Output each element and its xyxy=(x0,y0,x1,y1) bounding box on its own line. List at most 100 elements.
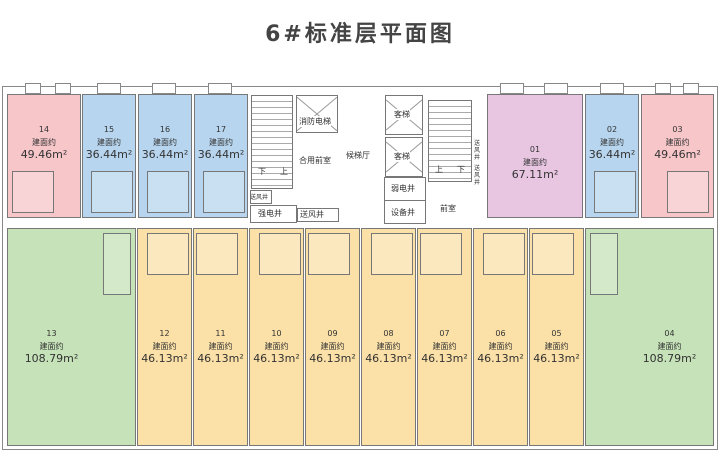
weak-shaft-label: 弱电井 xyxy=(391,184,415,193)
weak-shaft xyxy=(384,177,426,201)
unit-area: 46.13m² xyxy=(253,352,300,365)
unit-area: 108.79m² xyxy=(24,352,79,365)
unit-number: 03 xyxy=(672,125,683,134)
area-label: 建面约 xyxy=(488,342,513,351)
strong-shaft-label: 强电井 xyxy=(258,209,282,218)
area-label: 建面约 xyxy=(152,342,177,351)
area-label: 建面约 xyxy=(432,342,457,351)
equipment-shaft-label: 设备井 xyxy=(391,208,415,217)
bathroom xyxy=(532,233,574,275)
bathroom xyxy=(12,171,54,213)
page-title: 6#标准层平面图 xyxy=(265,22,455,47)
unit-area: 46.13m² xyxy=(533,352,580,365)
window xyxy=(500,83,524,94)
area-label: 建面约 xyxy=(208,342,233,351)
unit-area: 46.13m² xyxy=(477,352,524,365)
unit-area: 46.13m² xyxy=(141,352,188,365)
air-shaft-label: 送风井 xyxy=(474,140,481,161)
shared-lobby-label: 合用前室 xyxy=(299,156,331,165)
unit-number: 01 xyxy=(529,145,541,154)
elevator-hall-label: 候梯厅 xyxy=(346,151,370,160)
area-label: 建面约 xyxy=(32,138,56,147)
unit-number: 13 xyxy=(46,329,57,338)
bathroom xyxy=(147,171,189,213)
area-label: 建面约 xyxy=(544,342,569,351)
fire-elevator-label: 消防电梯 xyxy=(299,116,331,127)
elevator-label: 客梯 xyxy=(394,109,410,120)
unit-area: 108.79m² xyxy=(642,352,697,365)
unit-number: 17 xyxy=(215,125,227,134)
front-room-label: 前室 xyxy=(440,204,456,213)
unit-area: 46.13m² xyxy=(309,352,356,365)
bathroom xyxy=(203,171,245,213)
air-shaft xyxy=(297,208,339,222)
unit-area: 46.13m² xyxy=(365,352,412,365)
area-label: 建面约 xyxy=(320,342,345,351)
bathroom xyxy=(594,171,636,213)
unit-area: 46.13m² xyxy=(197,352,244,365)
bathroom xyxy=(147,233,189,275)
unit-number: 05 xyxy=(551,329,562,338)
bathroom xyxy=(371,233,413,275)
area-label: 建面约 xyxy=(209,138,233,147)
unit-number: 06 xyxy=(495,329,506,338)
stair-label: 上 xyxy=(435,165,443,174)
bathroom xyxy=(420,233,462,275)
stairwell-right xyxy=(428,100,472,182)
window xyxy=(544,83,568,94)
unit-number: 02 xyxy=(606,125,618,134)
unit-number: 08 xyxy=(383,329,394,338)
window xyxy=(208,83,232,94)
unit-number: 14 xyxy=(38,125,50,134)
unit-number: 10 xyxy=(271,329,282,338)
bathroom xyxy=(103,233,131,295)
area-label: 建面约 xyxy=(523,158,547,167)
strong-shaft xyxy=(250,205,297,223)
bathroom xyxy=(91,171,133,213)
area-label: 建面约 xyxy=(264,342,289,351)
air-shaft-label: 送风井 xyxy=(300,210,324,219)
unit-area: 36.44m² xyxy=(141,148,189,161)
stair-label: 下 xyxy=(258,167,266,176)
unit-area: 46.13m² xyxy=(421,352,468,365)
elevator-label: 客梯 xyxy=(394,151,410,162)
unit-number: 15 xyxy=(103,125,115,134)
unit-number: 12 xyxy=(159,329,170,338)
unit-number: 09 xyxy=(327,329,338,338)
unit-area: 36.44m² xyxy=(85,148,133,161)
unit-number: 07 xyxy=(439,329,450,338)
area-label: 建面约 xyxy=(376,342,401,351)
unit-number: 16 xyxy=(159,125,171,134)
fire-elevator xyxy=(296,95,338,133)
window xyxy=(152,83,176,94)
unit-area: 49.46m² xyxy=(20,148,68,161)
unit-number: 04 xyxy=(664,329,675,338)
area-label: 建面约 xyxy=(97,138,121,147)
building-outline xyxy=(2,86,718,450)
window xyxy=(55,83,71,94)
window xyxy=(655,83,671,94)
unit-area: 49.46m² xyxy=(654,148,701,161)
stairwell-left xyxy=(251,95,293,189)
stair-label: 上 xyxy=(280,167,288,176)
bathroom xyxy=(259,233,301,275)
window xyxy=(683,83,699,94)
area-label: 建面约 xyxy=(39,342,64,351)
